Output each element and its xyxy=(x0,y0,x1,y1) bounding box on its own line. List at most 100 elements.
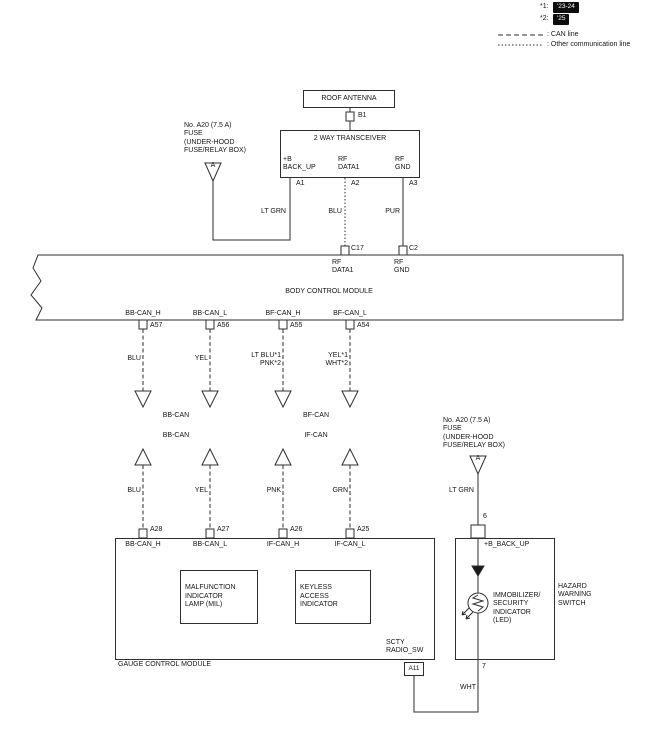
wire-color-yel: YEL xyxy=(194,355,208,362)
roof-antenna-box: ROOF ANTENNA xyxy=(303,90,395,108)
bcm-terminal-bb-can-h: BB-CAN_H xyxy=(125,310,161,317)
offpage-down-arrow-1 xyxy=(134,390,152,409)
immobilizer-led-label: IMMOBILIZER/ SECURITY INDICATOR (LED) xyxy=(493,592,541,625)
pin-b1-label: B1 xyxy=(358,112,367,119)
pin-a56-label: A56 xyxy=(217,322,230,329)
wire-color-lt-grn: LT GRN xyxy=(260,208,286,215)
terminal-rf-gnd-label: RF GND xyxy=(395,156,411,172)
offpage-down-arrow-2 xyxy=(201,390,219,409)
legend-note2-badge: '25 xyxy=(553,14,570,25)
terminal-rf-data1-label: RF DATA1 xyxy=(338,156,360,172)
wire-color-blu-3: BLU xyxy=(127,487,141,494)
pin-a55-connector xyxy=(278,319,288,330)
wire-color-ltblu-pnk: LT BLU*1 PNK*2 xyxy=(251,352,281,368)
fuse-left-connector-triangle xyxy=(204,162,222,183)
legend-note1-prefix: *1: xyxy=(540,3,549,10)
led-emission-arrow-2 xyxy=(465,611,474,620)
bcm-terminal-bb-can-l: BB-CAN_L xyxy=(192,310,228,317)
pin-a27-connector xyxy=(205,528,215,539)
pin-a28-label: A28 xyxy=(150,526,163,533)
pin-c2-label: C2 xyxy=(409,245,418,252)
pin-a57-label: A57 xyxy=(150,322,163,329)
wire-color-lt-grn-2: LT GRN xyxy=(448,487,474,494)
fuse-right-label: No. A20 (7.5 A) FUSE (UNDER-HOOD FUSE/RE… xyxy=(443,417,505,450)
gcm-terminal-bb-can-l: BB-CAN_L xyxy=(192,541,228,548)
gcm-title: GAUGE CONTROL MODULE xyxy=(118,661,212,668)
legend-can-line-label: : CAN line xyxy=(547,31,579,38)
legend-other-line-label: : Other communication line xyxy=(547,41,631,48)
wire-color-yel-wht: YEL*1 WHT*2 xyxy=(325,352,348,368)
pin-7-label: 7 xyxy=(482,663,486,670)
pin-a26-label: A26 xyxy=(290,526,303,533)
mil-box: MALFUNCTION INDICATOR LAMP (MIL) xyxy=(180,570,258,624)
bcm-terminal-bf-can-h: BF-CAN_H xyxy=(265,310,301,317)
terminal-backup-label: +B BACK_UP xyxy=(283,156,316,172)
pin-c17-label: C17 xyxy=(351,245,364,252)
pin-a3-label: A3 xyxy=(409,180,418,187)
wire-color-grn: GRN xyxy=(332,487,348,494)
wire-color-blu: BLU xyxy=(328,208,342,215)
transceiver-title: 2 WAY TRANSCEIVER xyxy=(313,135,387,142)
pin-a1-label: A1 xyxy=(296,180,305,187)
offpage-up-arrow-1 xyxy=(134,447,152,466)
bcm-rf-gnd-label: RF GND xyxy=(394,259,410,275)
hazard-switch-box xyxy=(455,538,555,660)
fuse-left-label: No. A20 (7.5 A) FUSE (UNDER-HOOD FUSE/RE… xyxy=(184,122,246,155)
can-bus-bb-can-in: BB-CAN xyxy=(162,432,190,439)
legend-note2-prefix: *2: xyxy=(540,15,549,22)
wire-scty-radio-sw xyxy=(413,660,479,713)
hazard-backup-terminal: +B_BACK_UP xyxy=(484,541,530,548)
bcm-outline xyxy=(30,254,624,321)
legend-note1-badge: '23-24 xyxy=(553,2,579,13)
offpage-up-arrow-2 xyxy=(201,447,219,466)
bcm-title: BODY CONTROL MODULE xyxy=(285,288,373,295)
gcm-terminal-if-can-l: IF-CAN_L xyxy=(334,541,366,548)
pin-a57-connector xyxy=(138,319,148,330)
offpage-down-arrow-4 xyxy=(341,390,359,409)
gcm-terminal-bb-can-h: BB-CAN_H xyxy=(125,541,161,548)
keyless-indicator-box: KEYLESS ACCESS INDICATOR xyxy=(295,570,371,624)
gcm-terminal-if-can-h: IF-CAN_H xyxy=(266,541,300,548)
gcm-box xyxy=(115,538,435,660)
can-bus-bf-can-out: BF-CAN xyxy=(302,412,330,419)
offpage-up-arrow-3 xyxy=(274,447,292,466)
pin-c2-connector xyxy=(398,245,408,256)
pin-a54-connector xyxy=(345,319,355,330)
wire-color-pur: PUR xyxy=(385,208,400,215)
wire-color-wht: WHT xyxy=(460,684,476,691)
fuse-left-connector-letter: A xyxy=(210,162,216,169)
pin-a28-connector xyxy=(138,528,148,539)
led-element xyxy=(471,594,485,612)
offpage-up-arrow-4 xyxy=(341,447,359,466)
led-emission-arrow-1 xyxy=(461,607,470,616)
pin-a54-label: A54 xyxy=(357,322,370,329)
fuse-right-connector-letter: A xyxy=(475,455,481,462)
pin-a25-label: A25 xyxy=(357,526,370,533)
scty-radio-sw-label: SCTY RADIO_SW xyxy=(386,639,424,655)
pin-6-connector xyxy=(470,524,486,539)
hazard-switch-title: HAZARD WARNING SWITCH xyxy=(558,583,592,607)
pin-c17-connector xyxy=(340,245,350,256)
pin-a55-label: A55 xyxy=(290,322,303,329)
pin-a26-connector xyxy=(278,528,288,539)
can-bus-if-can-in: IF-CAN xyxy=(304,432,328,439)
wire-color-pnk: PNK xyxy=(266,487,281,494)
wire-color-blu-2: BLU xyxy=(127,355,141,362)
pin-a27-label: A27 xyxy=(217,526,230,533)
pin-a11-connector: A11 xyxy=(404,662,424,676)
pin-b1-connector xyxy=(345,111,355,122)
bcm-terminal-bf-can-l: BF-CAN_L xyxy=(333,310,367,317)
can-bus-bb-can-out: BB-CAN xyxy=(162,412,190,419)
pin-6-label: 6 xyxy=(483,513,487,520)
wire-color-yel-2: YEL xyxy=(194,487,208,494)
fuse-right-connector-triangle xyxy=(469,455,487,476)
pin-a2-label: A2 xyxy=(351,180,360,187)
diode-symbol xyxy=(471,565,485,577)
offpage-down-arrow-3 xyxy=(274,390,292,409)
pin-a56-connector xyxy=(205,319,215,330)
pin-a25-connector xyxy=(345,528,355,539)
wire-backup-a1 xyxy=(212,178,291,241)
transceiver-box xyxy=(280,130,420,178)
